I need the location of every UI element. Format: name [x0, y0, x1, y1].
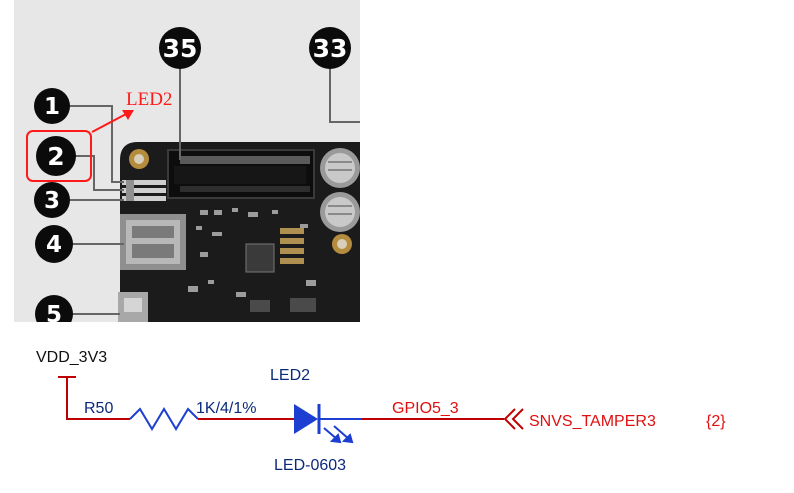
callout-arrow-line: [91, 111, 131, 133]
leader-lines: [68, 62, 181, 315]
led-diode-triangle: [294, 404, 318, 434]
badge-1: 1: [34, 88, 70, 124]
resistor-value-label: 1K/4/1%: [196, 400, 256, 417]
svg-text:3: 3: [44, 188, 60, 214]
svg-text:5: 5: [46, 302, 62, 322]
badge-3: 3: [34, 182, 70, 218]
svg-text:4: 4: [46, 232, 62, 258]
power-net-label: VDD_3V3: [36, 349, 107, 366]
led-emission-arrows: [323, 425, 354, 444]
sim-card-slot: [120, 214, 186, 270]
badge-35: 35: [159, 27, 201, 69]
callout-led2-label: LED2: [126, 89, 172, 110]
m2-connector: [167, 149, 315, 199]
wire-power-to-resistor: [66, 377, 130, 420]
svg-text:1: 1: [44, 94, 60, 120]
badge-33: 33: [309, 27, 351, 69]
svg-text:33: 33: [313, 34, 348, 63]
led-cluster: [122, 180, 166, 201]
resistor-r50: [129, 407, 199, 431]
svg-text:2: 2: [47, 142, 64, 171]
leader-line-33: [329, 64, 360, 123]
mount-hole-right-inner: [337, 239, 347, 249]
mount-hole-left-inner: [134, 154, 144, 164]
badge-5: 5: [35, 295, 73, 322]
resistor-ref-label: R50: [84, 400, 113, 417]
power-components: [245, 228, 316, 312]
signal-net-label: GPIO5_3: [392, 400, 459, 417]
led-package-label: LED-0603: [274, 457, 346, 474]
led-schematic: VDD_3V3 R50 1K/4/1% LED2 LED-0603 GPIO5_…: [36, 349, 726, 474]
led-ref-label: LED2: [270, 367, 310, 384]
svg-text:35: 35: [163, 34, 198, 63]
callout-arrow-head: [122, 110, 134, 120]
offpage-connector: [503, 408, 524, 430]
smd-components: [188, 208, 316, 297]
badge-2: 2: [36, 136, 76, 176]
capacitor-bottom: [320, 192, 360, 232]
offpage-signal-label: SNVS_TAMPER3: [529, 413, 656, 430]
board-photo: LED2 35 33 1 2 3 4 5: [14, 0, 360, 322]
callout-highlight-box: [26, 130, 92, 182]
badge-4: 4: [35, 225, 73, 263]
page-reference-label: {2}: [706, 413, 726, 430]
usb-port: [118, 292, 148, 322]
capacitor-top: [320, 148, 360, 188]
